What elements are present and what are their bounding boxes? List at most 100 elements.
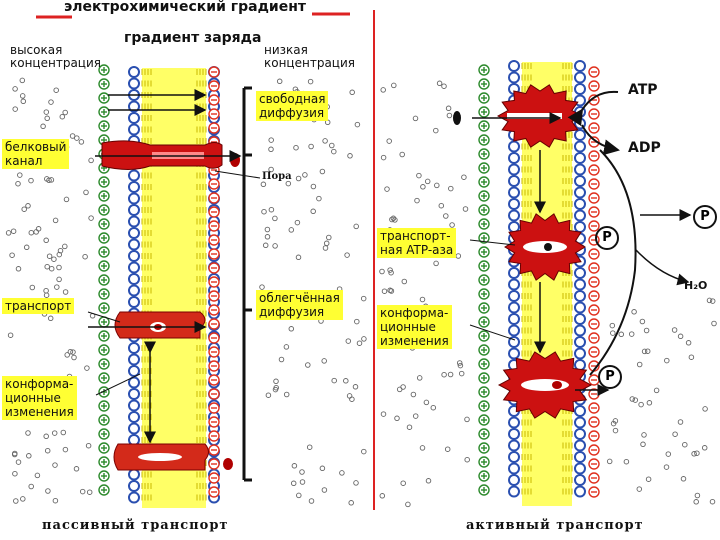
molecule-dot <box>639 318 646 325</box>
molecule-dot <box>448 185 454 192</box>
molecule-dot <box>12 106 18 112</box>
charge-gradient-label: градиент заряда <box>124 30 262 46</box>
molecule-dot <box>268 206 275 213</box>
lipid-head <box>508 428 520 440</box>
molecule-dot <box>43 287 49 294</box>
title: электрохимический градиент <box>64 0 306 15</box>
molecule-dot <box>62 289 69 295</box>
pore-pointer <box>214 170 261 179</box>
molecule-dot <box>299 479 306 485</box>
lipid-head <box>508 278 520 291</box>
molecule-dot <box>416 172 422 179</box>
molecule-dot <box>326 234 332 241</box>
molecule-dot <box>394 415 400 422</box>
lipid-head <box>508 186 520 199</box>
molecule-dot <box>310 208 316 215</box>
lipid-head <box>574 83 586 95</box>
lipid-head <box>128 480 140 492</box>
molecule-dot <box>296 492 302 499</box>
lipid-head <box>128 296 140 308</box>
lipid-head <box>574 198 586 210</box>
molecule-dot <box>433 260 439 267</box>
molecule-dot <box>23 244 30 251</box>
molecule-dot <box>632 397 639 403</box>
protein-channel <box>101 140 240 170</box>
molecule-dot <box>44 447 51 454</box>
molecule-dot <box>693 499 699 505</box>
pointer <box>95 373 141 396</box>
lipid-head <box>128 123 140 136</box>
molecule-dot <box>345 338 352 344</box>
lipid-head <box>508 71 520 84</box>
molecule-dot <box>447 371 454 378</box>
molecule-dot <box>701 445 708 451</box>
molecule-dot <box>438 202 445 209</box>
molecule-dot <box>356 340 363 346</box>
molecule-dot <box>13 498 19 504</box>
lipid-head <box>508 313 520 325</box>
molecule-dot <box>268 137 274 143</box>
molecule-dot <box>401 278 408 285</box>
molecule-dot <box>19 77 26 84</box>
molecule-dot <box>412 115 419 122</box>
molecule-dot <box>43 292 50 298</box>
molecule-dot <box>74 135 80 141</box>
lipid-head <box>508 451 520 463</box>
low-concentration-label: низкая концентрация <box>264 43 355 70</box>
molecule-dot <box>52 217 59 224</box>
molecule-dot <box>322 245 329 251</box>
molecule-dot <box>268 166 274 173</box>
lipid-head <box>574 416 586 429</box>
molecule-dot <box>308 143 314 150</box>
molecule-dot <box>40 123 46 130</box>
lipid-head <box>574 301 586 314</box>
lipid-head <box>574 439 586 452</box>
molecule-dot <box>646 400 653 406</box>
lipid-head <box>574 140 586 153</box>
molecule-dot <box>677 419 684 425</box>
molecule-dot <box>47 315 54 322</box>
molecule-dot <box>425 478 432 484</box>
lipid-head <box>508 474 520 486</box>
lipid-head <box>574 474 586 486</box>
molecule-dot <box>15 266 22 272</box>
molecule-dot <box>387 267 393 273</box>
molecule-dot <box>680 476 687 482</box>
molecule-dot <box>59 113 66 120</box>
molecule-dot <box>389 216 395 223</box>
lipid-head <box>128 353 140 366</box>
molecule-dot <box>321 487 328 493</box>
lipid-head <box>508 416 520 429</box>
lipid-head <box>508 324 520 337</box>
molecule-dot <box>273 378 279 385</box>
molecule-dot <box>79 488 86 495</box>
molecule-dot <box>268 146 274 153</box>
lipid-head <box>508 209 520 222</box>
molecule-dot <box>414 197 420 204</box>
molecule-dot <box>25 430 31 436</box>
molecule-dot <box>307 78 314 85</box>
conformational-changes-label: конформа- ционные изменения <box>2 376 77 420</box>
molecule-dot <box>618 331 625 338</box>
lipid-head <box>128 238 140 251</box>
molecule-dot <box>644 348 651 354</box>
molecule-dot <box>329 142 335 149</box>
lipid-head <box>128 273 140 285</box>
water-label: H₂O <box>684 279 708 292</box>
phosphate-path <box>589 149 637 376</box>
molecule-dot <box>319 465 326 472</box>
molecule-dot <box>259 284 265 290</box>
molecule-dot <box>33 229 39 235</box>
molecule-dot <box>419 296 426 303</box>
lipid-head <box>508 439 520 452</box>
molecule-dot <box>9 252 15 258</box>
active-conformational-changes-label: конформа- ционные изменения <box>377 305 452 349</box>
molecule-dot <box>343 378 349 384</box>
molecule-dot <box>344 252 350 258</box>
molecule-dot <box>664 357 670 364</box>
lipid-head <box>508 290 520 302</box>
molecule-dot <box>278 356 285 363</box>
molecule-dot <box>612 427 619 434</box>
molecule-dot <box>449 222 455 228</box>
molecule-dot <box>379 493 386 499</box>
